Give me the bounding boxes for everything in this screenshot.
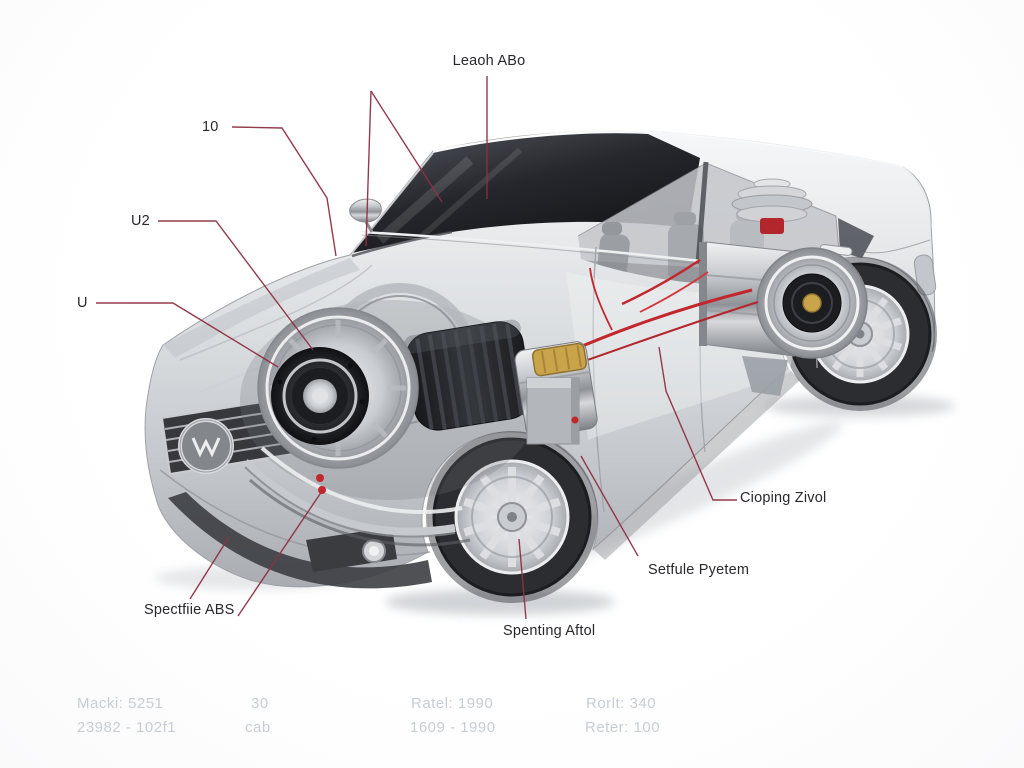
- bellows-cylinder: [404, 319, 532, 431]
- spec-cell: Rorlt: 340: [586, 695, 657, 712]
- gold-hub: [802, 293, 822, 313]
- red-marker-front: [318, 486, 326, 494]
- rear-disc: [756, 247, 868, 359]
- windshield: [352, 133, 700, 253]
- callout-label-ten: 10: [202, 119, 219, 135]
- leader-spenting: [518, 538, 527, 620]
- callout-label-u2: U2: [131, 213, 150, 229]
- front-wheel: [426, 431, 598, 603]
- brand-badge: [178, 418, 234, 474]
- side-mirror: [349, 198, 382, 223]
- leader-u2: [158, 220, 314, 351]
- callout-lines: [96, 76, 737, 620]
- spec-cell: Reter: 100: [585, 719, 661, 736]
- bumper-lip: [168, 492, 432, 589]
- red-hose-fitting: [316, 474, 324, 482]
- rear-wiring: [621, 258, 709, 313]
- leader-cioping: [658, 346, 737, 501]
- spec-cell: Macki: 5251: [77, 695, 164, 712]
- leader-ten: [231, 126, 337, 257]
- wiring-harness: [567, 267, 759, 365]
- spec-cell: 30: [251, 695, 269, 712]
- leader-fork-right: [370, 90, 443, 203]
- clutch-drum: [271, 347, 369, 445]
- leader-u: [96, 302, 279, 368]
- engine-cutaway: [240, 283, 598, 547]
- callout-label-leaoh-abo: Leaoh ABo: [452, 53, 526, 69]
- tail-lamp: [913, 254, 937, 296]
- clutch-disc: [257, 307, 419, 469]
- callout-label-cioping-zivol: Cioping Zivol: [740, 490, 827, 506]
- spec-cell: Ratel: 1990: [411, 695, 494, 712]
- wiper: [351, 230, 453, 258]
- stacked-discs: [731, 178, 813, 234]
- leader-setfule: [580, 455, 639, 557]
- red-marker-sill: [571, 416, 579, 424]
- callout-label-u: U: [77, 295, 88, 311]
- callout-label-setfule-pyetem: Setfule Pyetem: [648, 562, 750, 578]
- control-module-box: [526, 377, 580, 445]
- rear-drive-assembly: [621, 178, 868, 396]
- spec-cell: 23982 - 102f1: [77, 719, 177, 736]
- leader-abs-a: [189, 536, 230, 600]
- gold-gear-drum: [531, 342, 588, 377]
- leader-abs-b: [237, 490, 323, 617]
- spec-cell: 1609 - 1990: [410, 719, 496, 736]
- leader-fork-left: [365, 90, 372, 247]
- callout-label-spectfiie-abs: Spectfiie ABS: [144, 602, 235, 618]
- red-valve-part: [760, 218, 784, 234]
- spec-cell: cab: [245, 719, 271, 736]
- callout-label-spenting-aftol: Spenting Aftol: [503, 623, 596, 639]
- callout-markers: [318, 416, 579, 494]
